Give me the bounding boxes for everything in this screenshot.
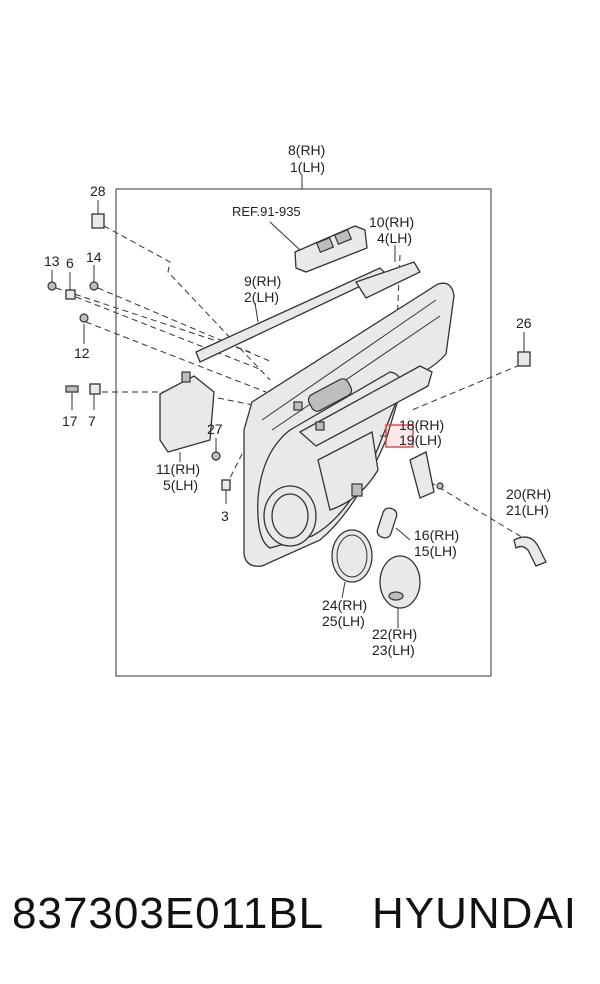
label-15: 15(LH) <box>414 543 457 559</box>
label-5: 5(LH) <box>163 477 198 493</box>
diagram-frame <box>115 188 492 677</box>
label-3: 3 <box>221 508 229 524</box>
label-23: 23(LH) <box>372 642 415 658</box>
label-16: 16(RH) <box>414 527 459 543</box>
label-13: 13 <box>44 253 60 269</box>
label-26: 26 <box>516 315 532 331</box>
label-19: 19(LH) <box>399 432 442 448</box>
fasteners <box>47 200 531 504</box>
label-28: 28 <box>90 183 106 199</box>
label-18: 18(RH) <box>399 417 444 433</box>
label-12: 12 <box>74 345 90 361</box>
label-9: 9(RH) <box>244 273 281 289</box>
pull-handle-cap <box>376 507 411 541</box>
part-number: 837303E011BL <box>12 889 324 938</box>
trim-strip <box>513 536 547 567</box>
label-ref: REF.91-935 <box>232 204 301 219</box>
label-27: 27 <box>207 421 223 437</box>
brand-name: HYUNDAI <box>372 889 577 938</box>
label-8: 8(RH) <box>288 142 325 158</box>
speaker-bracket <box>159 371 215 462</box>
label-6: 6 <box>66 255 74 271</box>
inside-handle-bracket <box>409 451 444 499</box>
label-24: 24(RH) <box>322 597 367 613</box>
label-7: 7 <box>88 413 96 429</box>
label-2: 2(LH) <box>244 289 279 305</box>
label-11: 11(RH) <box>156 461 200 477</box>
door-trim-panel <box>243 282 455 567</box>
ref-switch-panel <box>269 221 368 273</box>
label-20: 20(RH) <box>506 486 551 502</box>
label-21: 21(LH) <box>506 502 549 518</box>
label-4: 4(LH) <box>377 230 412 246</box>
label-1: 1(LH) <box>290 159 325 175</box>
speaker-grille <box>379 555 421 628</box>
label-17: 17 <box>62 413 78 429</box>
label-22: 22(RH) <box>372 626 417 642</box>
label-25: 25(LH) <box>322 613 365 629</box>
label-10: 10(RH) <box>369 214 414 230</box>
speaker-ring <box>331 529 373 599</box>
label-14: 14 <box>86 249 102 265</box>
dashed-leaders <box>55 225 536 557</box>
armrest-pocket <box>355 245 421 299</box>
callout-labels: 8(RH) 1(LH) 28 REF.91-935 10(RH) 4(LH) 1… <box>44 142 551 658</box>
